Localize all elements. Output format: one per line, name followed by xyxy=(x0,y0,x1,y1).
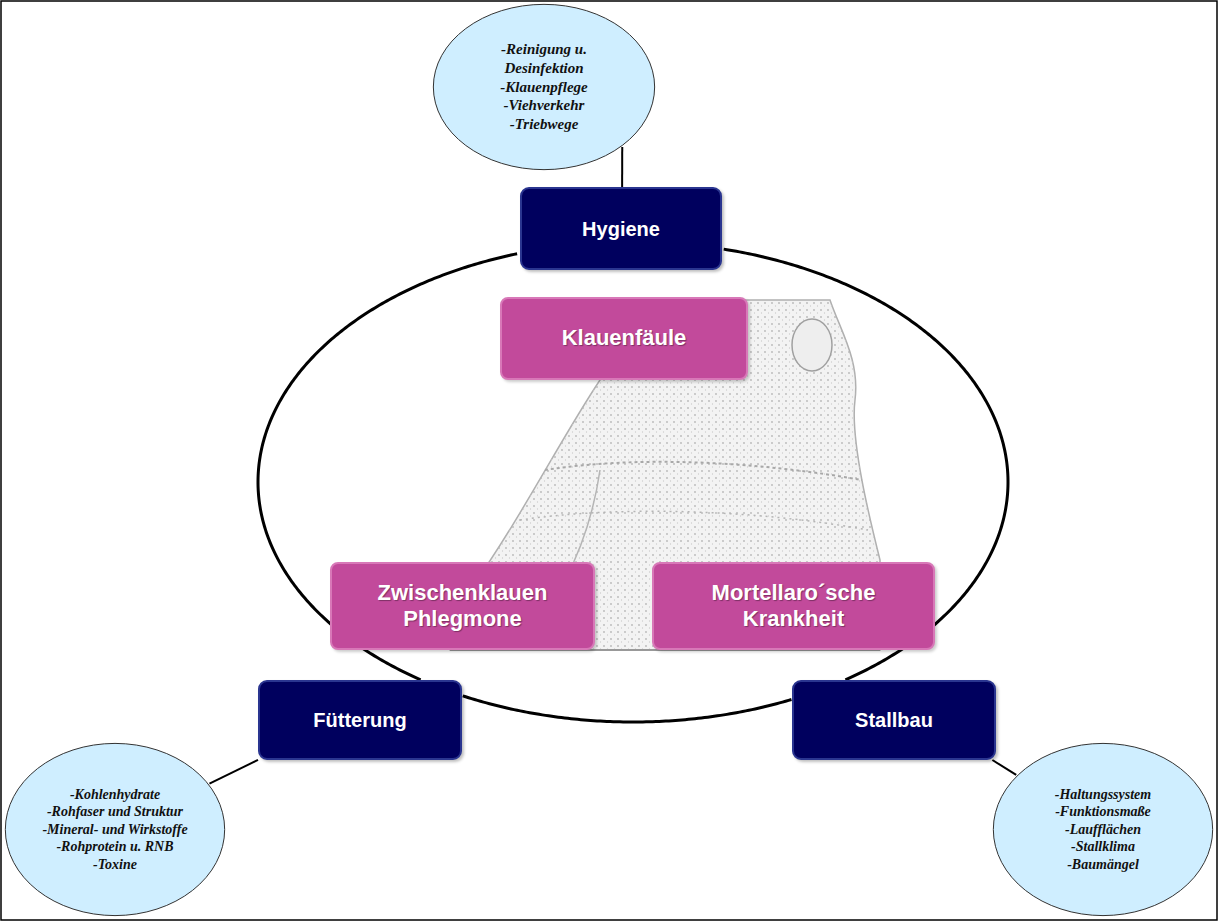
disease-box: Klauenfäule xyxy=(500,297,748,380)
category-box: Hygiene xyxy=(520,187,722,270)
disease-label: Zwischenklauen Phlegmone xyxy=(348,580,578,633)
factor-item: -Rohprotein u. RNB xyxy=(56,838,173,856)
connector-line xyxy=(209,760,258,784)
cycle-arc xyxy=(463,696,792,722)
factor-item: -Baumängel xyxy=(1067,856,1139,874)
factor-item: -Mineral- und Wirkstoffe xyxy=(42,821,187,839)
category-label: Hygiene xyxy=(582,217,660,241)
hoof-wall-line xyxy=(520,511,868,530)
factor-item: -Toxine xyxy=(93,856,137,874)
factor-ellipse: -Reinigung u. Desinfektion-Klauenpflege-… xyxy=(432,3,656,171)
connector-line xyxy=(621,147,623,187)
factor-item: -Rohfaser und Struktur xyxy=(47,803,183,821)
ellipse-shape xyxy=(993,743,1212,915)
dewclaw xyxy=(792,319,832,371)
factor-item: -Viehverkehr xyxy=(504,96,585,115)
ellipse-shape xyxy=(433,4,654,169)
disease-label: Klauenfäule xyxy=(562,325,687,351)
factor-item: -Kohlenhydrate xyxy=(70,786,160,804)
coronary-band xyxy=(545,462,862,480)
factor-item: -Triebwege xyxy=(510,115,579,134)
disease-box: Mortellaro´sche Krankheit xyxy=(652,562,935,650)
factor-item: -Reinigung u. Desinfektion xyxy=(469,40,619,78)
disease-box: Zwischenklauen Phlegmone xyxy=(330,562,595,650)
category-box: Fütterung xyxy=(258,680,462,760)
factor-item: -Klauenpflege xyxy=(500,78,588,97)
category-label: Stallbau xyxy=(855,708,933,732)
factor-item: -Haltungssystem xyxy=(1055,786,1151,804)
factor-item: -Funktionsmaße xyxy=(1055,803,1151,821)
category-label: Fütterung xyxy=(313,708,406,732)
category-box: Stallbau xyxy=(792,680,996,760)
disease-label: Mortellaro´sche Krankheit xyxy=(674,580,914,633)
factor-ellipse: -Haltungssystem-Funktionsmaße-Lauffläche… xyxy=(992,742,1214,917)
factor-item: -Stallklima xyxy=(1071,838,1135,856)
ellipse-shape xyxy=(5,743,224,915)
connector-line xyxy=(992,760,1016,775)
factor-item: -Laufflächen xyxy=(1065,821,1141,839)
factor-ellipse: -Kohlenhydrate-Rohfaser und Struktur-Min… xyxy=(4,742,226,917)
